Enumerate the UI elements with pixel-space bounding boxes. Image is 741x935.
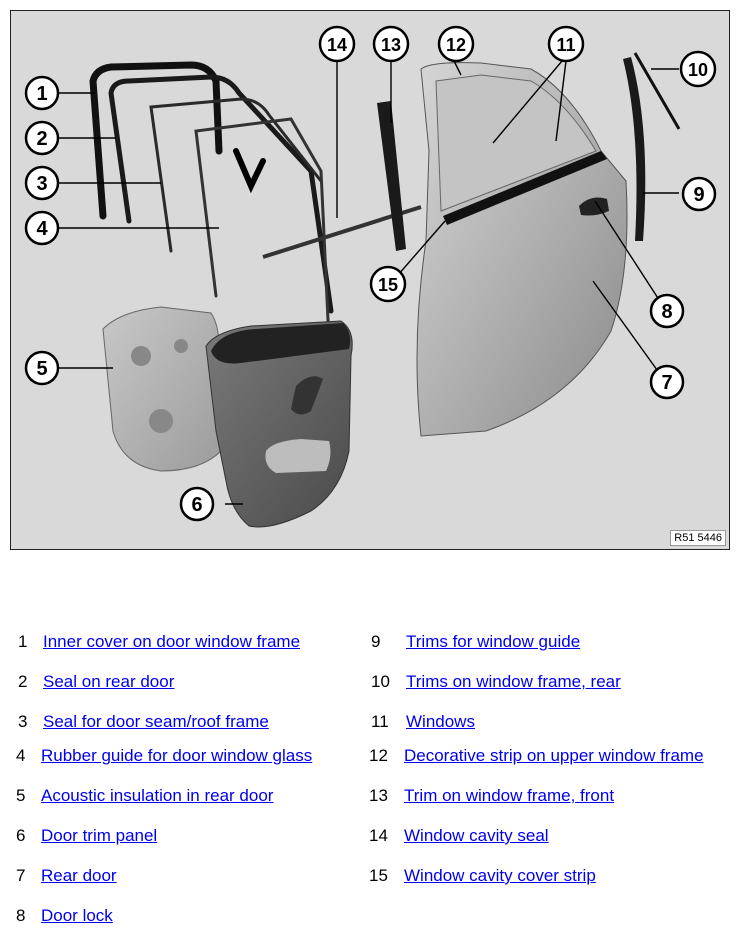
callout-7: 7: [649, 364, 685, 400]
legend-number: 7: [16, 866, 26, 885]
legend-item: 8 Door lock: [16, 904, 113, 928]
callout-13: 13: [372, 25, 410, 63]
insulation-cutout-icon: [131, 346, 151, 366]
legend-item: 12 Decorative strip on upper window fram…: [369, 744, 704, 768]
insulation-cutout-icon: [149, 409, 173, 433]
legend-number: 15: [369, 866, 388, 885]
legend-link[interactable]: Windows: [406, 712, 475, 731]
legend-link[interactable]: Door lock: [41, 906, 113, 925]
legend-link[interactable]: Decorative strip on upper window frame: [404, 746, 704, 765]
trims-window-guide-part: [623, 57, 646, 241]
legend-number: 12: [369, 746, 388, 765]
legend-item: 13 Trim on window frame, front: [369, 784, 614, 808]
callout-9: 9: [681, 176, 717, 212]
legend-number: 13: [369, 786, 388, 805]
reference-code: R51 5446: [670, 530, 726, 546]
callout-5-label: 5: [36, 358, 47, 380]
trims-window-frame-rear-part: [633, 52, 681, 130]
callout-11-label: 11: [556, 35, 575, 55]
acoustic-insulation-part: [102, 306, 222, 472]
legend-item: 3 Seal for door seam/roof frame: [18, 710, 269, 734]
callout-15: 15: [369, 265, 407, 303]
callout-4: 4: [24, 210, 60, 246]
callout-15-label: 15: [378, 275, 398, 295]
callout-6: 6: [179, 486, 215, 522]
legend-link[interactable]: Rear door: [41, 866, 117, 885]
legend-item: 4 Rubber guide for door window glass: [16, 744, 312, 768]
legend-link[interactable]: Seal on rear door: [43, 672, 175, 691]
legend-link[interactable]: Window cavity seal: [404, 826, 549, 845]
legend-number: 2: [18, 672, 28, 691]
callout-1-label: 1: [36, 83, 47, 105]
callout-6-label: 6: [191, 494, 202, 516]
insulation-cutout-icon: [174, 339, 188, 353]
legend-item: 1 Inner cover on door window frame: [18, 630, 300, 654]
callout-4-label: 4: [36, 218, 48, 240]
callout-9-label: 9: [693, 184, 704, 206]
legend-number: 3: [18, 712, 28, 731]
legend-link[interactable]: Trims on window frame, rear: [406, 672, 621, 691]
exploded-door-diagram: 1 2 3 4 5 6 7 8 9 10 11 12 13 14 15 R51 …: [10, 10, 730, 550]
legend-link[interactable]: Acoustic insulation in rear door: [41, 786, 274, 805]
callout-3-label: 3: [36, 173, 47, 195]
callout-2: 2: [24, 120, 60, 156]
leader-lines: [58, 60, 679, 505]
callout-2-label: 2: [36, 128, 47, 150]
legend-number: 5: [16, 786, 26, 805]
callout-markers: 1 2 3 4 5 6 7 8 9 10 11 12 13 14 15: [24, 25, 717, 522]
legend-item: 5 Acoustic insulation in rear door: [16, 784, 273, 808]
trim-window-frame-front-part: [377, 101, 406, 251]
legend-link[interactable]: Door trim panel: [41, 826, 158, 845]
legend-number: 6: [16, 826, 26, 845]
legend-item: 6 Door trim panel: [16, 824, 157, 848]
parts-legend: 1 Inner cover on door window frame 2 Sea…: [0, 620, 741, 935]
legend-link[interactable]: Rubber guide for door window glass: [41, 746, 313, 765]
callout-11: 11: [547, 25, 585, 63]
legend-number: 14: [369, 826, 388, 845]
legend-link[interactable]: Trim on window frame, front: [404, 786, 615, 805]
legend-item: 11 Windows: [371, 710, 475, 734]
legend-number: 4: [16, 746, 26, 765]
callout-13-label: 13: [381, 35, 401, 55]
legend-number: 11: [371, 712, 389, 731]
legend-number: 8: [16, 906, 26, 925]
rubber-guide-part: [194, 117, 331, 343]
callout-14-label: 14: [327, 35, 347, 55]
callout-12-label: 12: [446, 35, 466, 55]
legend-item: 14 Window cavity seal: [369, 824, 549, 848]
callout-8: 8: [649, 293, 685, 329]
callout-10-label: 10: [688, 60, 708, 80]
callout-7-label: 7: [661, 372, 672, 394]
seal-roof-frame-part: [149, 97, 323, 253]
callout-8-label: 8: [661, 301, 672, 323]
callout-5: 5: [24, 350, 60, 386]
legend-number: 9: [371, 632, 381, 651]
legend-number: 10: [371, 672, 390, 691]
legend-link[interactable]: Seal for door seam/roof frame: [43, 712, 269, 731]
callout-1: 1: [24, 75, 60, 111]
legend-item: 10 Trims on window frame, rear: [371, 670, 621, 694]
diagram-artwork: 1 2 3 4 5 6 7 8 9 10 11 12 13 14 15: [24, 25, 717, 528]
seal-rear-door-part: [108, 74, 334, 314]
callout-10: 10: [679, 50, 717, 88]
legend-link[interactable]: Trims for window guide: [406, 632, 581, 651]
legend-item: 2 Seal on rear door: [18, 670, 174, 694]
legend-number: 1: [18, 632, 28, 651]
legend-link[interactable]: Window cavity cover strip: [404, 866, 596, 885]
legend-link[interactable]: Inner cover on door window frame: [43, 632, 301, 651]
door-trim-panel-part: [205, 320, 353, 528]
legend-item: 15 Window cavity cover strip: [369, 864, 596, 888]
callout-3: 3: [24, 165, 60, 201]
callout-14: 14: [318, 25, 356, 63]
legend-item: 9 Trims for window guide: [371, 630, 580, 654]
callout-12: 12: [437, 25, 475, 63]
window-cavity-cover-strip-part: [443, 151, 607, 225]
legend-item: 7 Rear door: [16, 864, 117, 888]
